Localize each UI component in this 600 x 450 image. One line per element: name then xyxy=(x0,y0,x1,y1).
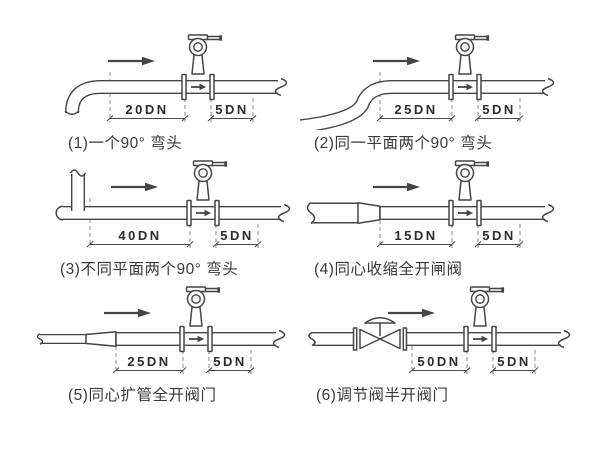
flow-direction-arrow-icon xyxy=(386,307,437,319)
panel-caption: (1)一个90° 弯头 xyxy=(68,135,183,152)
pipe-diagram-two-elbows-same-plane: 25DN 5DN xyxy=(300,34,555,130)
downstream-length-label: 5DN xyxy=(213,354,247,369)
panel-caption: (4)同心收缩全开闸阀 xyxy=(314,261,463,278)
reducer-cone xyxy=(357,202,381,224)
panel-caption: (3)不同平面两个90° 弯头 xyxy=(60,261,239,278)
panel-caption: (6)调节阀半开阀门 xyxy=(316,387,449,404)
pipe-diagram-concentric-reducer: 15DN 5DN xyxy=(306,160,555,248)
diagram-panel-2: 25DN 5DN (2)同一平面两个90° 弯头 xyxy=(300,30,592,153)
pipe-diagram-single-elbow: 20DN 5DN xyxy=(64,34,288,122)
diagram-panel-1: 20DN 5DN (1)一个90° 弯头 xyxy=(38,30,300,153)
pipe-break-icon xyxy=(306,201,316,225)
downstream-length-label: 5DN xyxy=(215,102,249,117)
pipe-break-icon xyxy=(36,333,44,345)
diagram-panel-4: 15DN 5DN (4)同心收缩全开闸阀 xyxy=(300,156,592,279)
diagram-panel-3: 40DN 5DN (3)不同平面两个90° 弯头 xyxy=(38,156,300,279)
upstream-length-label: 40DN xyxy=(118,228,161,243)
flow-direction-arrow-icon xyxy=(106,55,157,67)
elbow-end-cap xyxy=(64,110,80,115)
upstream-length-label: 20DN xyxy=(125,102,168,117)
diagram-panel-6: 50DN 5DN (6)调节阀半开阀门 xyxy=(300,282,596,405)
upstream-length-label: 15DN xyxy=(394,228,437,243)
pipe-break-icon xyxy=(69,169,87,177)
upstream-length-label: 50DN xyxy=(417,354,460,369)
flow-direction-arrow-icon xyxy=(102,307,153,319)
pipe-break-icon xyxy=(308,331,316,347)
downstream-length-label: 5DN xyxy=(220,228,254,243)
flow-direction-arrow-icon xyxy=(109,181,160,193)
upstream-length-label: 25DN xyxy=(127,354,170,369)
flow-direction-arrow-icon xyxy=(371,55,422,67)
pipe-diagram-concentric-expander: 25DN 5DN xyxy=(36,286,286,374)
expander-cone xyxy=(85,331,117,347)
diagram-panel-5: 25DN 5DN (5)同心扩管全开阀门 xyxy=(28,282,300,405)
panel-caption: (2)同一平面两个90° 弯头 xyxy=(314,135,493,152)
pipe-rounded-end xyxy=(55,205,64,221)
downstream-length-label: 5DN xyxy=(497,354,531,369)
pipe-diagram-two-elbows-different-plane: 40DN 5DN xyxy=(55,160,291,248)
pipe-diagram-control-valve: 50DN 5DN xyxy=(308,286,571,374)
downstream-length-label: 5DN xyxy=(482,228,516,243)
panel-caption: (5)同心扩管全开阀门 xyxy=(68,387,217,404)
control-valve-icon xyxy=(352,317,408,351)
upstream-length-label: 25DN xyxy=(394,102,437,117)
flow-direction-arrow-icon xyxy=(371,181,422,193)
downstream-length-label: 5DN xyxy=(482,102,516,117)
